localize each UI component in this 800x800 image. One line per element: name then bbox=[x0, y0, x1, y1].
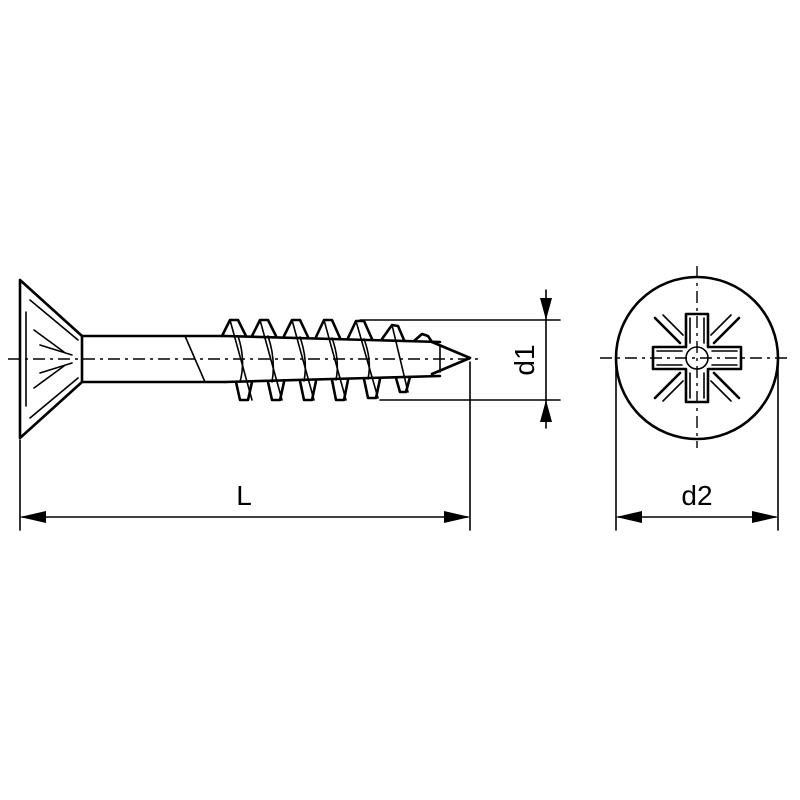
length-label: L bbox=[236, 480, 252, 511]
arrow-down-icon bbox=[540, 298, 552, 320]
recess-detail bbox=[653, 314, 741, 402]
dimension-head-diameter: d2 bbox=[615, 361, 779, 531]
pozidriv-recess-icon bbox=[651, 312, 743, 404]
arrow-left-d2-icon bbox=[616, 511, 642, 523]
screw-shank bbox=[80, 334, 227, 384]
screw-thread bbox=[220, 318, 442, 402]
screw-tip bbox=[430, 340, 472, 376]
dimension-thread-diameter: d1 bbox=[359, 289, 561, 429]
arrow-up-icon bbox=[540, 400, 552, 422]
screw-head-end-view bbox=[600, 266, 792, 448]
arrow-left-icon bbox=[20, 511, 46, 523]
dimension-length: L bbox=[19, 361, 471, 531]
screw-side-view bbox=[8, 278, 480, 440]
arrow-right-d2-icon bbox=[752, 511, 778, 523]
thread-diameter-label: d1 bbox=[509, 344, 540, 375]
head-diameter-label: d2 bbox=[681, 480, 712, 511]
head-detail bbox=[25, 299, 79, 419]
arrow-right-icon bbox=[444, 511, 470, 523]
head-outline-circle bbox=[614, 275, 780, 441]
